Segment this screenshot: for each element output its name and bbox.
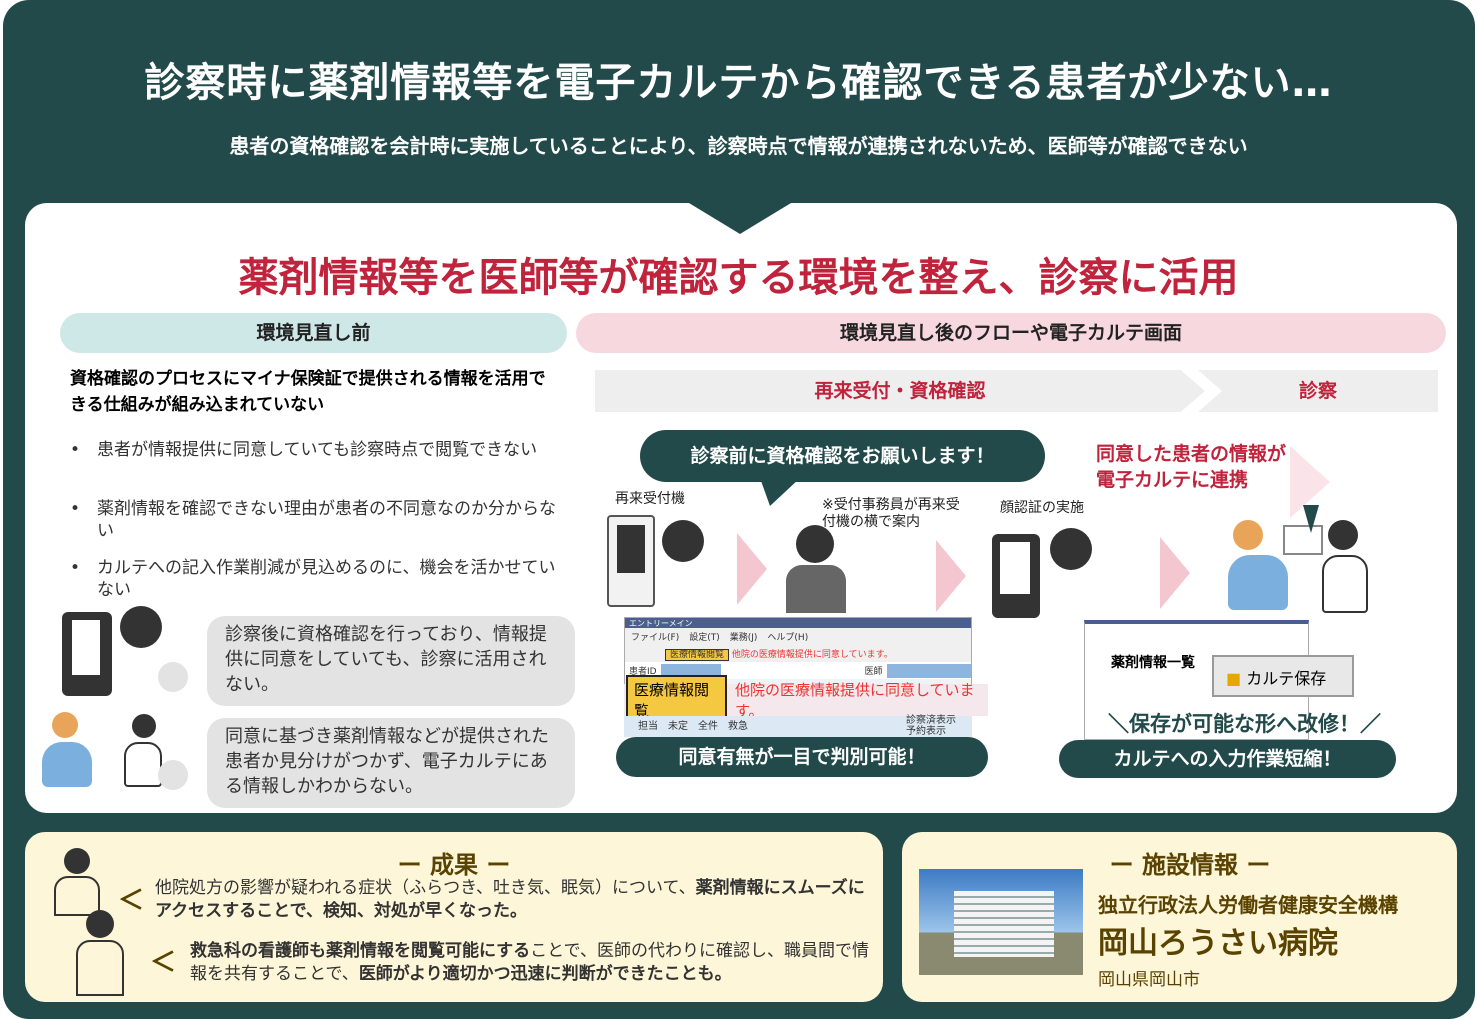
kiosk-icon xyxy=(62,612,112,696)
staff-body xyxy=(786,565,846,613)
facility-location: 岡山県岡山市 xyxy=(1098,970,1200,990)
caption-save: ＼保存が可能な形へ改修！／ xyxy=(1108,712,1381,736)
after-label: 環境見直し後のフローや電子カルテ画面 xyxy=(576,313,1446,353)
facility-name: 岡山ろうさい病院 xyxy=(1098,926,1338,961)
result-1-bold: 薬剤情報にスムーズにアクセスすることで、検知、対処が早くなった。 xyxy=(155,878,865,921)
step-reception: 再来受付・資格確認 xyxy=(595,370,1205,412)
face-auth-label: 顔認証の実施 xyxy=(1000,500,1084,516)
checkbox-reservation[interactable]: 予約表示 xyxy=(906,725,946,737)
callout-tail xyxy=(760,478,800,506)
doctor-label: 医師 xyxy=(864,667,883,677)
callout-bubble: 診察前に資格確認をお願いします！ xyxy=(640,430,1045,482)
results-title: ー 成果 ー xyxy=(397,851,511,879)
result-2: 救急科の看護師も薬剤情報を閲覧可能にすることで、医師の代わりに確認し、職員間で情… xyxy=(190,940,875,986)
bubble-tail xyxy=(158,662,188,692)
staff-icon xyxy=(796,525,834,563)
speech-bubble: 診察後に資格確認を行っており、情報提供に同意をしていても、診察に活用されない。 xyxy=(207,616,575,706)
kiosk-label: 再来受付機 xyxy=(615,491,685,507)
page-title: 診察時に薬剤情報等を電子カルテから確認できる患者が少ない… xyxy=(144,60,1333,106)
doctor-field[interactable] xyxy=(886,663,971,678)
results-box xyxy=(25,832,883,1002)
radio-assigned[interactable]: 担当 xyxy=(638,721,658,732)
result-2-text: ことで、医師の代わりに確認し、職員間で情報を共有することで、 xyxy=(190,941,869,984)
result-2-bold-end: 医師がより適切かつ迅速に判断ができたことも。 xyxy=(358,964,732,984)
before-lead: 資格確認のプロセスにマイナ保険証で提供される情報を活用できる仕組みが組み込まれて… xyxy=(70,369,546,415)
caption-input-reduction: カルテへの入力作業短縮！ xyxy=(1059,740,1396,778)
step-exam: 診察 xyxy=(1198,370,1438,412)
radio-undecided[interactable]: 未定 xyxy=(668,721,688,732)
consent-message-small: 他院の医療情報提供に同意しています。 xyxy=(731,650,893,660)
before-label: 環境見直し前 xyxy=(60,313,567,353)
karte-save-button[interactable]: ■ カルテ保存 xyxy=(1212,655,1354,697)
headline: 薬剤情報等を医師等が確認する環境を整え、診察に活用 xyxy=(238,255,1239,301)
facility-title: ー 施設情報 ー xyxy=(1109,851,1271,879)
exam-illustration xyxy=(1228,505,1378,617)
medical-info-button-small[interactable]: 医療情報閲覧 xyxy=(665,649,730,661)
result-2-bold: 救急科の看護師も薬剤情報を閲覧可能にする xyxy=(190,941,531,961)
result-1: 他院処方の影響が疑われる症状（ふらつき、吐き気、眠気）について、薬剤情報にスムー… xyxy=(155,877,870,923)
staff-illustration xyxy=(36,848,126,998)
bullet: カルテへの記入作業削減が見込めるのに、機会を活かせていない xyxy=(70,557,560,601)
radio-all[interactable]: 全件 xyxy=(698,721,718,732)
patient-icon xyxy=(120,606,162,648)
consent-banner: 医療情報閲覧 他院の医療情報提供に同意しています。 xyxy=(624,675,988,725)
emphasis-marks: ＜ xyxy=(150,948,177,978)
notch-arrow xyxy=(684,200,796,234)
doctor-patient-illustration xyxy=(42,712,167,792)
page-subtitle: 患者の資格確認を会計時に実施していることにより、診察時点で情報が連携されないため… xyxy=(229,134,1248,158)
patient-icon xyxy=(662,520,704,562)
staff-note: ※受付事務員が再来受付機の横で案内 xyxy=(822,497,960,530)
linked-note: 同意した患者の情報が電子カルテに連携 xyxy=(1096,443,1287,491)
patient-icon xyxy=(1050,528,1092,570)
karte-save-label: カルテ保存 xyxy=(1246,669,1327,688)
bullet: 患者が情報提供に同意していても診察時点で閲覧できない xyxy=(70,439,560,461)
checkbox-examined[interactable]: 診察済表示 xyxy=(906,715,956,726)
menu-help[interactable]: ヘルプ(H) xyxy=(767,633,809,643)
face-auth-device-icon xyxy=(992,534,1040,618)
flow-arrow xyxy=(737,533,767,605)
menu-work[interactable]: 業務(J) xyxy=(729,633,758,643)
patient-id-label: 患者ID xyxy=(629,667,657,677)
menu-settings[interactable]: 設定(T) xyxy=(689,633,720,643)
emphasis-marks: ＜ xyxy=(118,886,145,916)
hospital-photo xyxy=(919,869,1083,975)
bubble-tail xyxy=(158,760,188,790)
kiosk-icon xyxy=(607,515,655,607)
result-1-text: 他院処方の影響が疑われる症状（ふらつき、吐き気、眠気）について、 xyxy=(155,878,696,898)
menu-file[interactable]: ファイル(F) xyxy=(631,633,680,643)
bullet: 薬剤情報を確認できない理由が患者の不同意なのか分からない xyxy=(70,498,560,542)
caption-consent: 同意有無が一目で判別可能！ xyxy=(616,737,988,777)
flow-arrow xyxy=(1160,537,1190,609)
radio-emergency[interactable]: 救急 xyxy=(728,721,748,732)
window-title: エントリーメイン xyxy=(625,618,971,628)
speech-bubble: 同意に基づき薬剤情報などが提供された患者か見分けがつかず、電子カルテにある情報し… xyxy=(207,718,575,808)
filter-row: 担当未定全件救急 診察済表示 予約表示 xyxy=(624,715,972,737)
drug-list-title: 薬剤情報一覧 xyxy=(1111,655,1195,671)
patient-id-field[interactable] xyxy=(660,663,721,678)
flow-arrow xyxy=(936,540,966,612)
consent-message: 他院の医療情報提供に同意しています。 xyxy=(734,681,975,720)
facility-org: 独立行政法人労働者健康安全機構 xyxy=(1098,893,1398,917)
folder-icon: ■ xyxy=(1226,669,1242,688)
